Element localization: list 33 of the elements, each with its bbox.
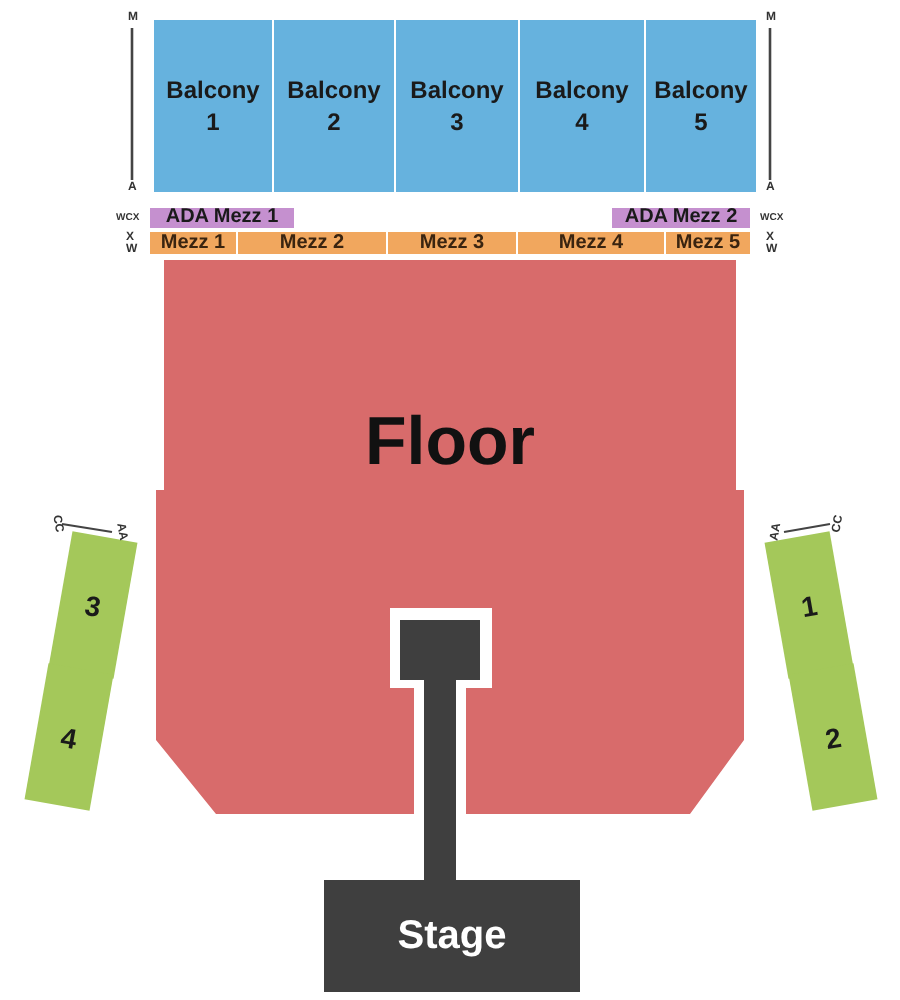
section-label: Mezz 2 (279, 232, 345, 254)
mezzanine-section (518, 232, 664, 254)
floor-section (156, 260, 744, 816)
section-label: ADA Mezz 1 (165, 208, 279, 228)
balcony-section (646, 20, 756, 192)
ada-section (612, 208, 750, 228)
section-label: 1 (798, 587, 820, 623)
stage-label: Stage (397, 913, 507, 959)
section-label: Balcony 1 (164, 74, 262, 138)
balcony-section (154, 20, 272, 192)
section-label: Mezz 3 (419, 232, 485, 254)
section-label: Balcony 3 (408, 74, 506, 138)
mezzanine-section (238, 232, 386, 254)
section-label: ADA Mezz 2 (624, 208, 738, 228)
stage (324, 880, 580, 992)
section-label: Mezz 4 (558, 232, 624, 254)
section-label: Floor (365, 403, 535, 481)
balcony-section (396, 20, 518, 192)
section-label: Balcony 2 (285, 74, 383, 138)
section-label: Mezz 5 (675, 232, 741, 254)
section-label: 3 (82, 587, 104, 623)
section-label: Balcony 4 (533, 74, 631, 138)
section-label: Mezz 1 (160, 232, 226, 254)
mezzanine-section (150, 232, 236, 254)
section-label: Balcony 5 (652, 74, 750, 138)
section-label: 2 (822, 719, 844, 755)
mezzanine-section (666, 232, 750, 254)
stage-thrust (400, 620, 480, 880)
balcony-section (274, 20, 394, 192)
mezzanine-section (388, 232, 516, 254)
ada-section (150, 208, 294, 228)
section-label: 4 (58, 719, 80, 755)
balcony-section (520, 20, 644, 192)
